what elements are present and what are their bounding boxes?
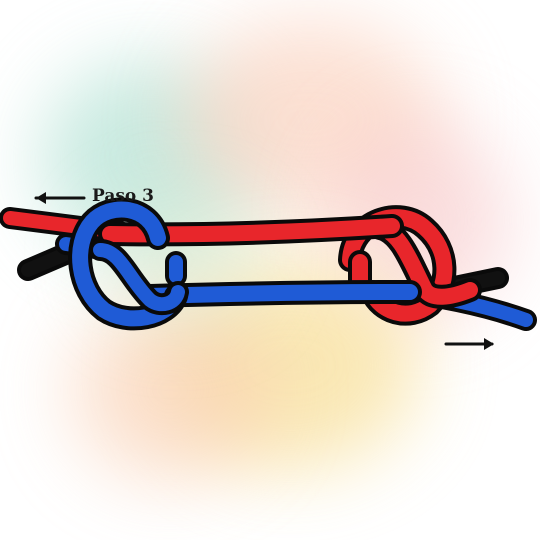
arrow-right-icon [444,338,494,350]
step-label: Paso 3 [92,186,154,206]
blue-knot [68,197,189,331]
standing-part-blue [138,280,422,308]
standing-part-red [98,214,404,247]
watercolor-orange [70,300,270,480]
arrow-left-icon [34,192,86,204]
